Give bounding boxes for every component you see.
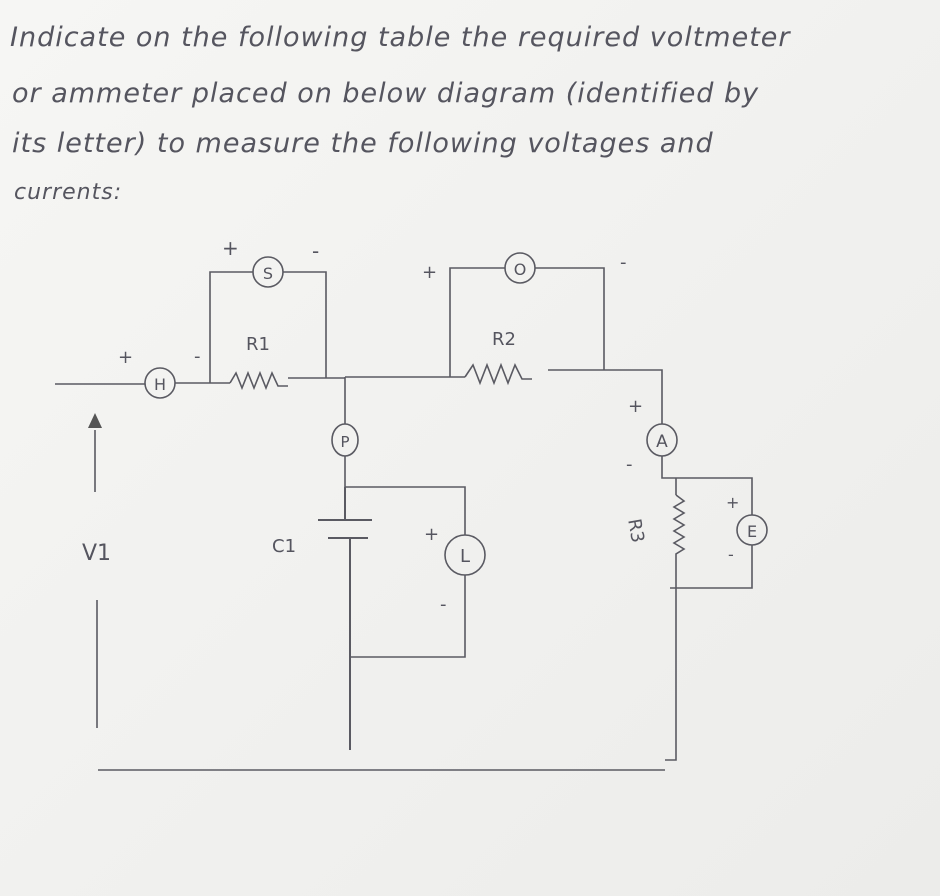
svg-text:A: A [656,432,668,452]
sign-o-plus: + [422,262,437,283]
label-v1: V1 [82,541,111,566]
sign-o-minus: - [620,252,627,273]
meter-h: H [144,367,176,399]
resistor-r2 [464,362,532,386]
sign-l-plus: + [424,524,439,545]
meter-o: O [504,252,536,284]
svg-text:H: H [154,375,166,394]
instruction-line-2: or ammeter placed on below diagram (iden… [12,78,760,109]
sign-e-plus: + [726,493,739,512]
arrow-up-icon [88,413,102,428]
svg-text:L: L [460,546,470,567]
sign-h-minus: - [194,346,201,367]
instruction-line-4: currents: [14,180,123,205]
wire-s-loop [209,271,327,383]
label-r2: R2 [492,329,516,350]
meter-a: A [646,423,678,457]
resistor-r1 [229,370,288,391]
svg-text:E: E [747,522,757,541]
instruction-line-3: its letter) to measure the following vol… [12,128,714,159]
meter-s: S [252,256,284,288]
sign-a-minus: - [626,454,633,475]
label-r1: R1 [246,334,270,355]
instruction-line-1: Indicate on the following table the requ… [10,22,791,53]
wire-top [55,369,663,424]
label-r3: R3 [623,517,648,544]
sign-s-plus: + [222,236,239,260]
svg-text:S: S [263,264,273,283]
svg-text:O: O [514,260,527,279]
wire-o-loop [449,267,605,377]
meter-l: L [444,534,486,576]
svg-text:P: P [340,433,349,451]
sign-h-plus: + [118,347,133,368]
meter-p: P [331,423,359,457]
source-v1-line [94,430,98,728]
sign-e-minus: - [728,545,734,564]
resistor-r3 [665,494,686,761]
wire-right [661,456,753,589]
sign-a-plus: + [628,396,643,417]
wire-p-branch [344,377,466,658]
sign-s-minus: - [312,239,319,263]
meter-e: E [736,514,768,546]
sign-l-minus: - [440,594,447,615]
label-c1: C1 [272,536,296,557]
capacitor-c1 [318,487,372,750]
